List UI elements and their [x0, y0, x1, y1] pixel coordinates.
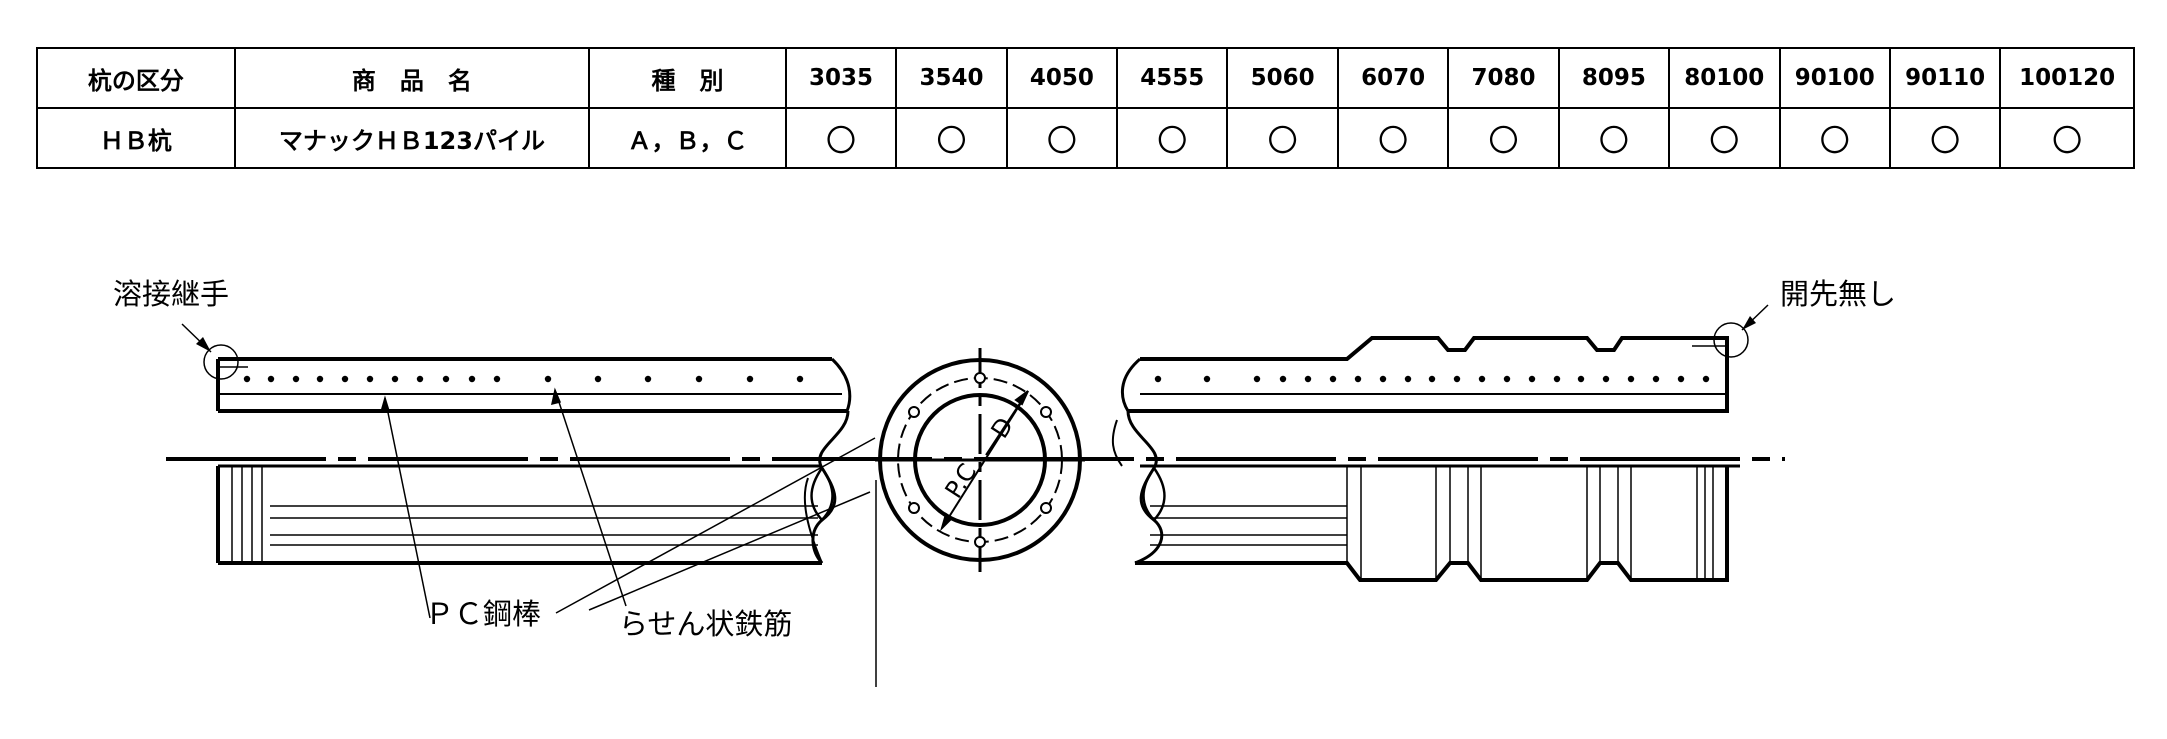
header-size: 90100 [1778, 47, 1891, 109]
cross-section [875, 348, 1085, 572]
header-size: 100120 [1999, 47, 2135, 109]
header-size: 8095 [1557, 47, 1671, 109]
label-weld-joint: 溶接継手 [113, 277, 229, 311]
no-bevel-marker [1713, 322, 1749, 358]
availability-mark: 〇 [1005, 107, 1119, 169]
header-size: 4555 [1116, 47, 1229, 109]
availability-mark: 〇 [1447, 107, 1560, 169]
table-row: ＨＢ杭 マナックＨＢ123パイル Ａ，Ｂ，Ｃ 〇 〇 〇 〇 〇 〇 〇 〇 〇… [36, 107, 2135, 169]
header-size: 3540 [895, 47, 1008, 109]
availability-mark: 〇 [1226, 107, 1339, 169]
pc-bar-dots-right [1154, 375, 1710, 383]
label-spiral-rebar: らせん状鉄筋 [619, 607, 792, 641]
left-pile-segment [216, 357, 852, 565]
availability-mark: 〇 [1557, 107, 1671, 169]
availability-mark: 〇 [1888, 107, 2002, 169]
header-size: 6070 [1336, 47, 1450, 109]
spec-table: 杭の区分 商 品 名 種 別 3035 3540 4050 4555 5060 … [36, 47, 2135, 169]
availability-mark: 〇 [1778, 107, 1891, 169]
pc-bar-holes [908, 372, 1052, 548]
availability-mark: 〇 [1336, 107, 1450, 169]
availability-mark: 〇 [784, 107, 898, 169]
availability-mark: 〇 [1999, 107, 2135, 169]
header-type: 種 別 [588, 47, 787, 109]
header-category: 杭の区分 [36, 47, 236, 109]
row-category: ＨＢ杭 [36, 107, 236, 169]
row-type: Ａ，Ｂ，Ｃ [588, 107, 787, 169]
label-d: D [986, 413, 1020, 444]
right-pile-segment [1111, 336, 1740, 582]
availability-mark: 〇 [895, 107, 1008, 169]
pc-bar-dots-left [243, 375, 804, 383]
availability-mark: 〇 [1668, 107, 1781, 169]
header-size: 7080 [1447, 47, 1560, 109]
header-size: 80100 [1668, 47, 1781, 109]
header-size: 3035 [784, 47, 898, 109]
header-size: 90110 [1888, 47, 2002, 109]
label-pc: P.C [940, 459, 983, 504]
availability-mark: 〇 [1116, 107, 1229, 169]
label-no-bevel: 開先無し [1780, 277, 1896, 311]
header-product: 商 品 名 [233, 47, 591, 109]
table-header-row: 杭の区分 商 品 名 種 別 3035 3540 4050 4555 5060 … [36, 47, 2135, 109]
header-size: 4050 [1005, 47, 1119, 109]
row-product: マナックＨＢ123パイル [233, 107, 591, 169]
header-size: 5060 [1226, 47, 1339, 109]
label-pc-bar: ＰＣ鋼棒 [425, 597, 541, 631]
weld-joint-marker [203, 344, 239, 380]
